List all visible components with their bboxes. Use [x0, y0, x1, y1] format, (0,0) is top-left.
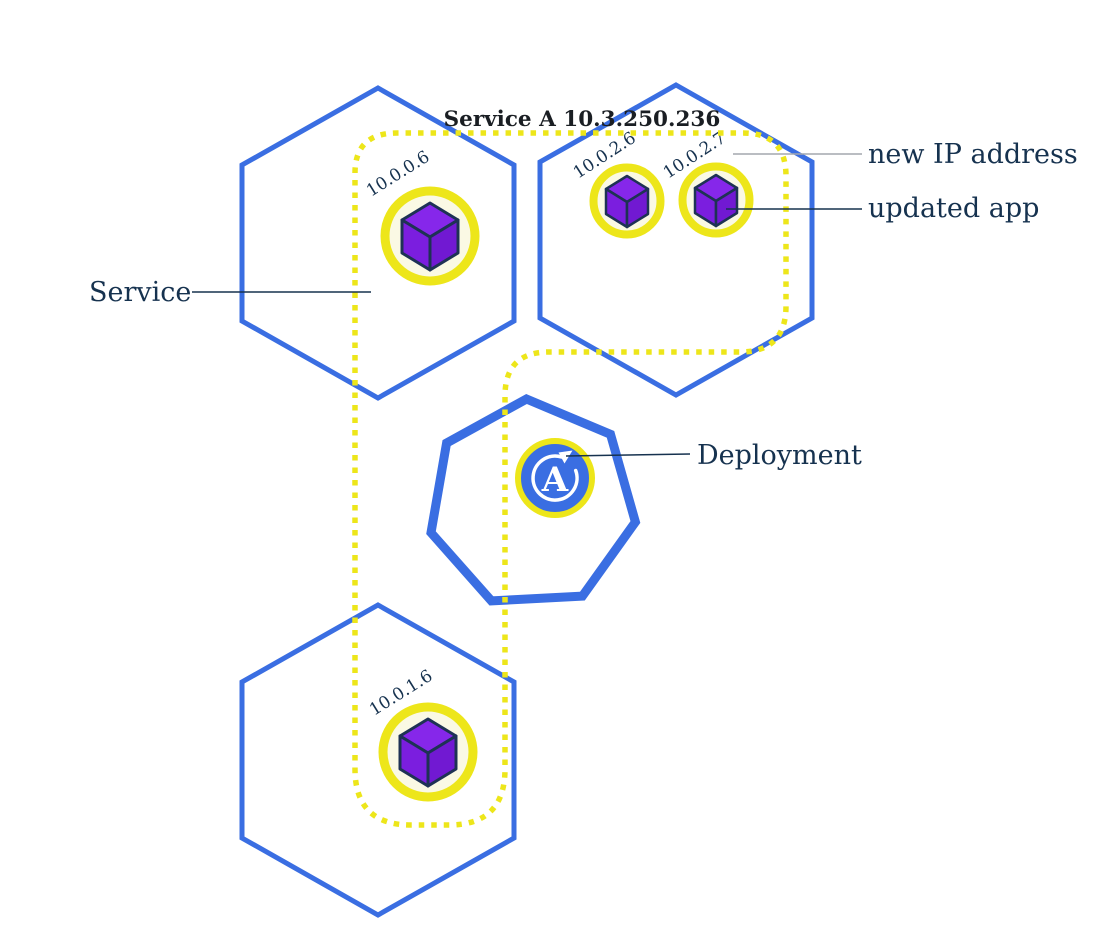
cube-icon — [693, 173, 739, 228]
deployment-icon-background — [519, 442, 591, 514]
node-hexagon-top-left — [239, 85, 517, 401]
rollout-arc — [531, 454, 579, 502]
deployment-letter: A — [541, 460, 569, 500]
deployment-label: Deployment — [697, 440, 862, 471]
cube-icon — [604, 174, 650, 229]
pod-ring — [378, 702, 478, 802]
new-ip-address-label: new IP address — [868, 139, 1078, 170]
pod-10-0-2-7: 10.0.2.7 — [660, 128, 754, 238]
deployment-icon-ring — [515, 438, 595, 518]
pod-ring — [380, 186, 480, 286]
cube-icon — [400, 201, 460, 272]
pod-ring — [678, 162, 754, 238]
cube-icon — [398, 717, 458, 788]
node-hexagon-bottom-left — [239, 602, 517, 918]
deployment-heptagon — [426, 394, 641, 606]
service-title: Service A 10.3.250.236 — [444, 107, 721, 132]
rollout-arrow-icon: A — [515, 438, 595, 518]
pod-ring — [589, 163, 665, 239]
rollout-arrowhead — [558, 450, 573, 464]
service-label: Service — [89, 277, 191, 308]
service-boundary-dotted-lasso — [352, 130, 789, 828]
node-hexagon-top-right — [537, 82, 815, 398]
pod-10-0-2-6: 10.0.2.6 — [570, 128, 665, 239]
pod-10-0-0-6: 10.0.0.6 — [363, 147, 480, 286]
deployment-callout-line — [565, 453, 691, 457]
pod-10-0-1-6: 10.0.1.6 — [366, 666, 478, 802]
updated-app-label: updated app — [868, 193, 1039, 224]
